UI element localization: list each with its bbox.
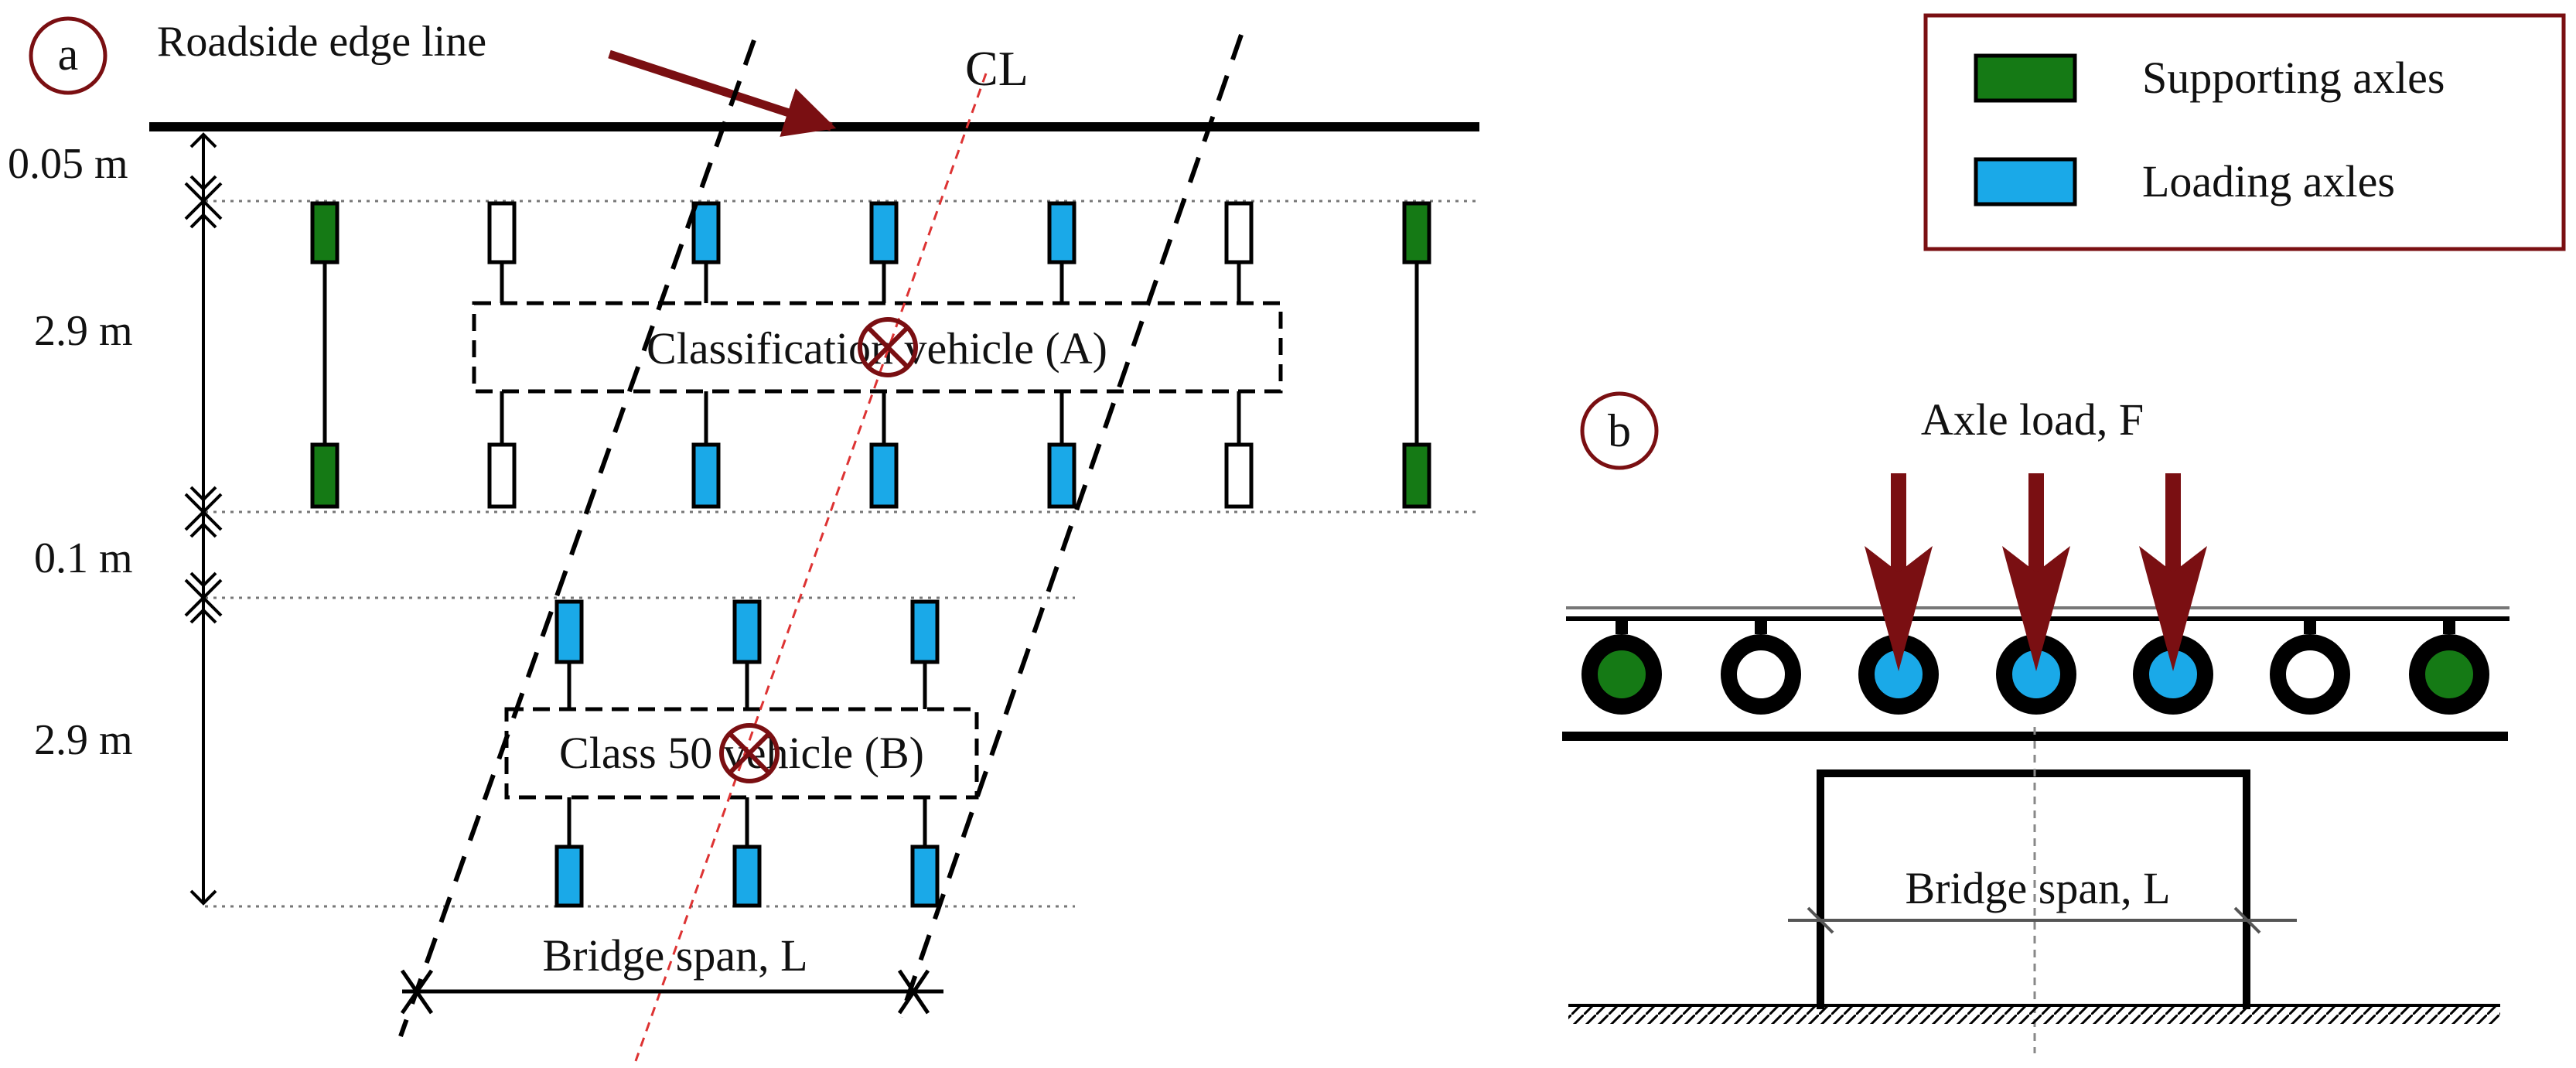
load-arrow-3: [2139, 473, 2207, 671]
axle-load-label: Axle load, F: [1921, 394, 2144, 445]
vehicle-a-wheel-bottom-3: [691, 442, 721, 509]
load-arrow-2: [2002, 473, 2070, 671]
legend: Supporting axles Loading axles: [1923, 13, 2566, 251]
vehicle-a-wheel-bottom-4: [869, 442, 899, 509]
vehicle-a-wheel-bottom-2: [487, 442, 517, 509]
load-arrows: [1865, 473, 2207, 671]
dim-label-3: 2.9 m: [34, 716, 133, 764]
vehicle-a-wheel-top-1: [310, 201, 339, 264]
wheel-2: [1721, 619, 1801, 715]
vehicle-b-wheel-top-1: [554, 599, 584, 664]
vehicle-a-wheel-top-3: [691, 201, 721, 264]
span-dimension-b: [1788, 906, 2297, 934]
vehicle-b-axle-3: [910, 599, 940, 908]
vehicle-a-axle-7: [1402, 201, 1431, 509]
span-label-a: Bridge span, L: [542, 930, 807, 981]
legend-label-supporting: Supporting axles: [2142, 53, 2445, 103]
vehicle-b-label: Class 50 vehicle (B): [559, 728, 924, 778]
legend-swatch-loading: [1974, 157, 2077, 206]
vehicle-a-wheel-top-7: [1402, 201, 1431, 264]
ground-hatch: [1568, 1005, 2500, 1024]
legend-label-loading: Loading axles: [2142, 156, 2395, 206]
vehicle-a-wheel-bottom-7: [1402, 442, 1431, 509]
wheel-6: [2270, 619, 2350, 715]
wheel-5: [2133, 619, 2213, 715]
vehicle-a-box: [472, 301, 1283, 394]
vehicle-a-center-marker: [858, 317, 918, 377]
wheels: [1581, 619, 2489, 715]
vehicle-a-label: Classification vehicle (A): [647, 323, 1107, 374]
panel-b-label: b: [1608, 405, 1631, 456]
legend-swatch-supporting: [1974, 53, 2077, 103]
roadside-pointer-arrow: [608, 49, 837, 137]
bridge-edge-right: [899, 34, 1244, 1018]
vehicle-a-wheel-top-4: [869, 201, 899, 264]
vehicle-a-wheel-top-5: [1047, 201, 1076, 264]
panel-a-badge: a: [29, 16, 107, 95]
vehicle-a-wheel-top-2: [487, 201, 517, 264]
dim-label-0: 0.05 m: [8, 140, 128, 188]
panel-b: b Axle load, F Bridge span, L: [1562, 391, 2509, 1053]
centerline-label: CL: [965, 41, 1029, 96]
bridge-edge-left: [398, 39, 756, 1038]
vehicle-b-axle-1: [554, 599, 584, 908]
vehicle-b-center-marker: [719, 723, 780, 783]
dimension-arrowheads: [189, 175, 217, 624]
vehicle-a-wheel-bottom-1: [310, 442, 339, 509]
vehicle-b-wheel-bottom-3: [910, 845, 940, 908]
wheel-1: [1581, 619, 1662, 715]
vehicle-a-wheel-top-6: [1224, 201, 1254, 264]
vehicle-b-box: [504, 707, 979, 800]
vehicle-b-axle-2: [732, 599, 762, 908]
wheel-7: [2409, 619, 2489, 715]
vehicle-a-axle-3: [691, 201, 721, 509]
vehicle-b-wheel-top-2: [732, 599, 762, 664]
dim-label-2: 0.1 m: [34, 534, 133, 582]
vehicle-a-wheel-bottom-5: [1047, 442, 1076, 509]
vehicle-a-axle-1: [310, 201, 339, 509]
vehicle-b-wheel-bottom-1: [554, 845, 584, 908]
panel-a-label: a: [58, 29, 79, 80]
centerline: [634, 73, 988, 1062]
panel-b-badge: b: [1580, 391, 1659, 470]
vehicle-b-wheel-top-3: [910, 599, 940, 664]
panel-a: a Roadside edge line: [8, 16, 1479, 1062]
span-label-b: Bridge span, L: [1905, 863, 2170, 913]
vehicle-a-wheel-bottom-6: [1224, 442, 1254, 509]
span-dimension-a: [400, 969, 943, 1015]
roadside-edge-label: Roadside edge line: [157, 18, 486, 66]
load-arrow-1: [1865, 473, 1933, 671]
vehicle-b-wheel-bottom-2: [732, 845, 762, 908]
vehicle-b-axles: [554, 599, 940, 908]
dim-label-1: 2.9 m: [34, 307, 133, 355]
dimension-line: [184, 132, 223, 906]
